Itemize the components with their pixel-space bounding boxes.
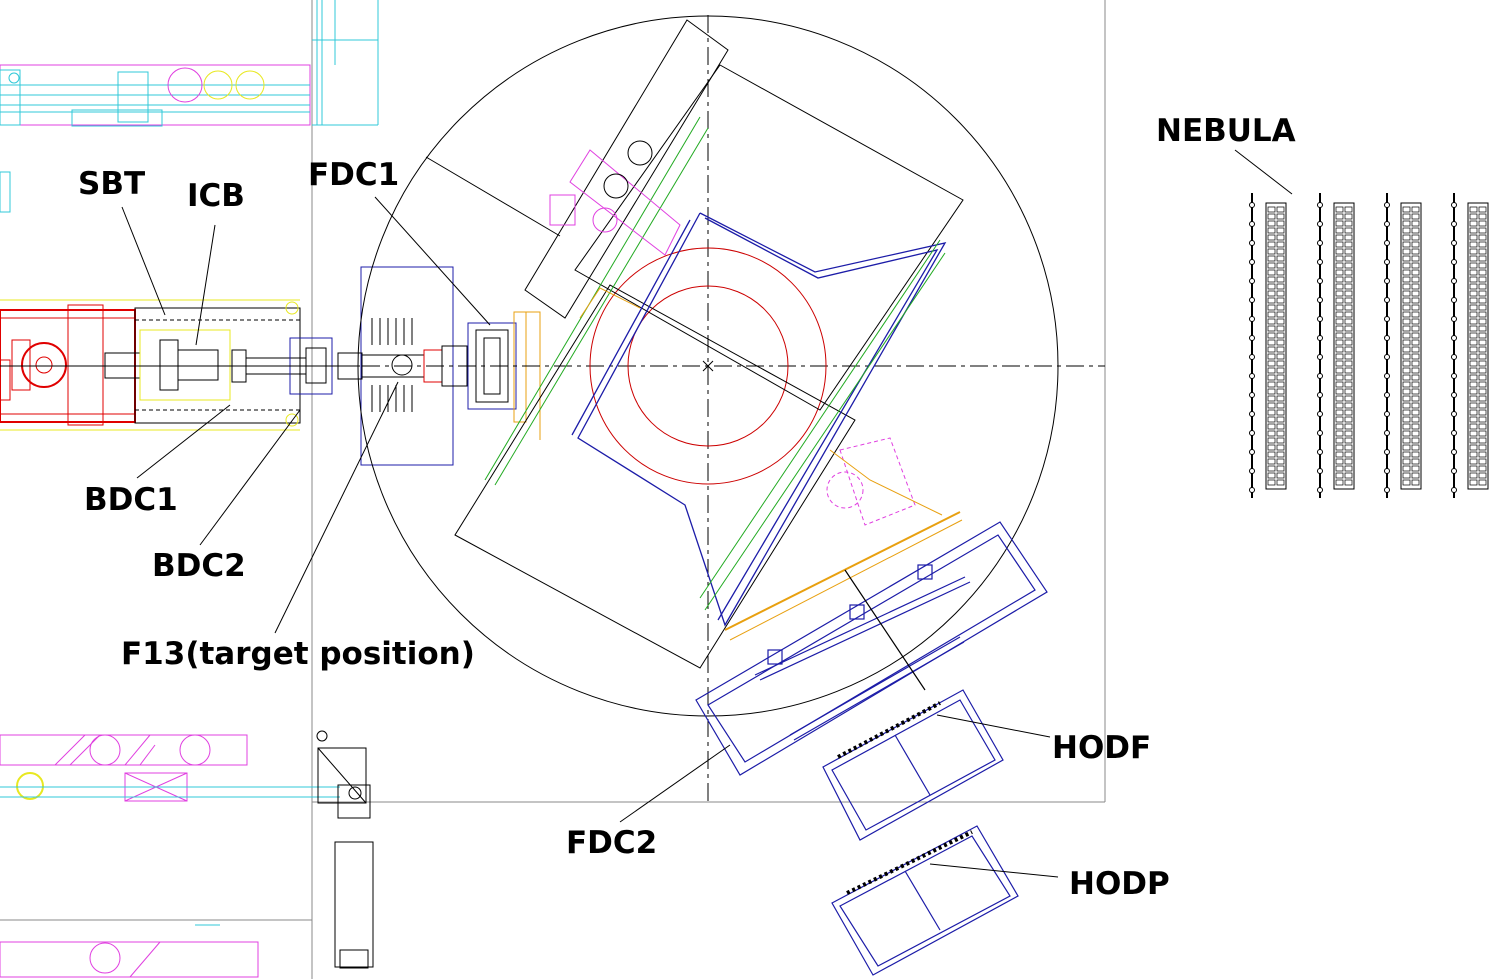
nebula-wall	[1249, 193, 1287, 498]
gap-lines	[484, 116, 946, 611]
hodp-detector	[831, 825, 1019, 976]
lower-left-equipment	[0, 730, 374, 978]
magnet-yoke	[330, 15, 1105, 802]
label-f13-target: F13(target position)	[121, 636, 475, 672]
magnet-pole	[589, 247, 827, 485]
label-sbt: SBT	[78, 166, 146, 202]
label-bdc1: BDC1	[84, 482, 178, 518]
label-nebula: NEBULA	[1156, 113, 1296, 149]
leader-lines	[121, 149, 1293, 878]
hodf-detector	[822, 689, 1004, 841]
label-icb: ICB	[187, 178, 245, 214]
nebula-detector	[1249, 193, 1489, 498]
nebula-wall	[1451, 193, 1489, 498]
upper-equipment	[549, 140, 681, 319]
lower-equipment	[724, 437, 963, 641]
label-hodp: HODP	[1069, 866, 1170, 902]
label-fdc2: FDC2	[566, 825, 658, 861]
nebula-wall	[1317, 193, 1355, 498]
label-hodf: HODF	[1052, 730, 1152, 766]
room-walls	[0, 0, 1106, 979]
yoke-frames	[425, 19, 964, 669]
fdc1-detector	[467, 311, 541, 440]
nebula-wall	[1384, 193, 1422, 498]
fdc2-detector	[695, 521, 1048, 776]
label-fdc1: FDC1	[308, 157, 400, 193]
label-bdc2: BDC2	[152, 548, 246, 584]
upper-beamline-area	[0, 0, 379, 213]
vacuum-chamber	[571, 212, 947, 627]
incoming-beamline	[0, 299, 360, 431]
